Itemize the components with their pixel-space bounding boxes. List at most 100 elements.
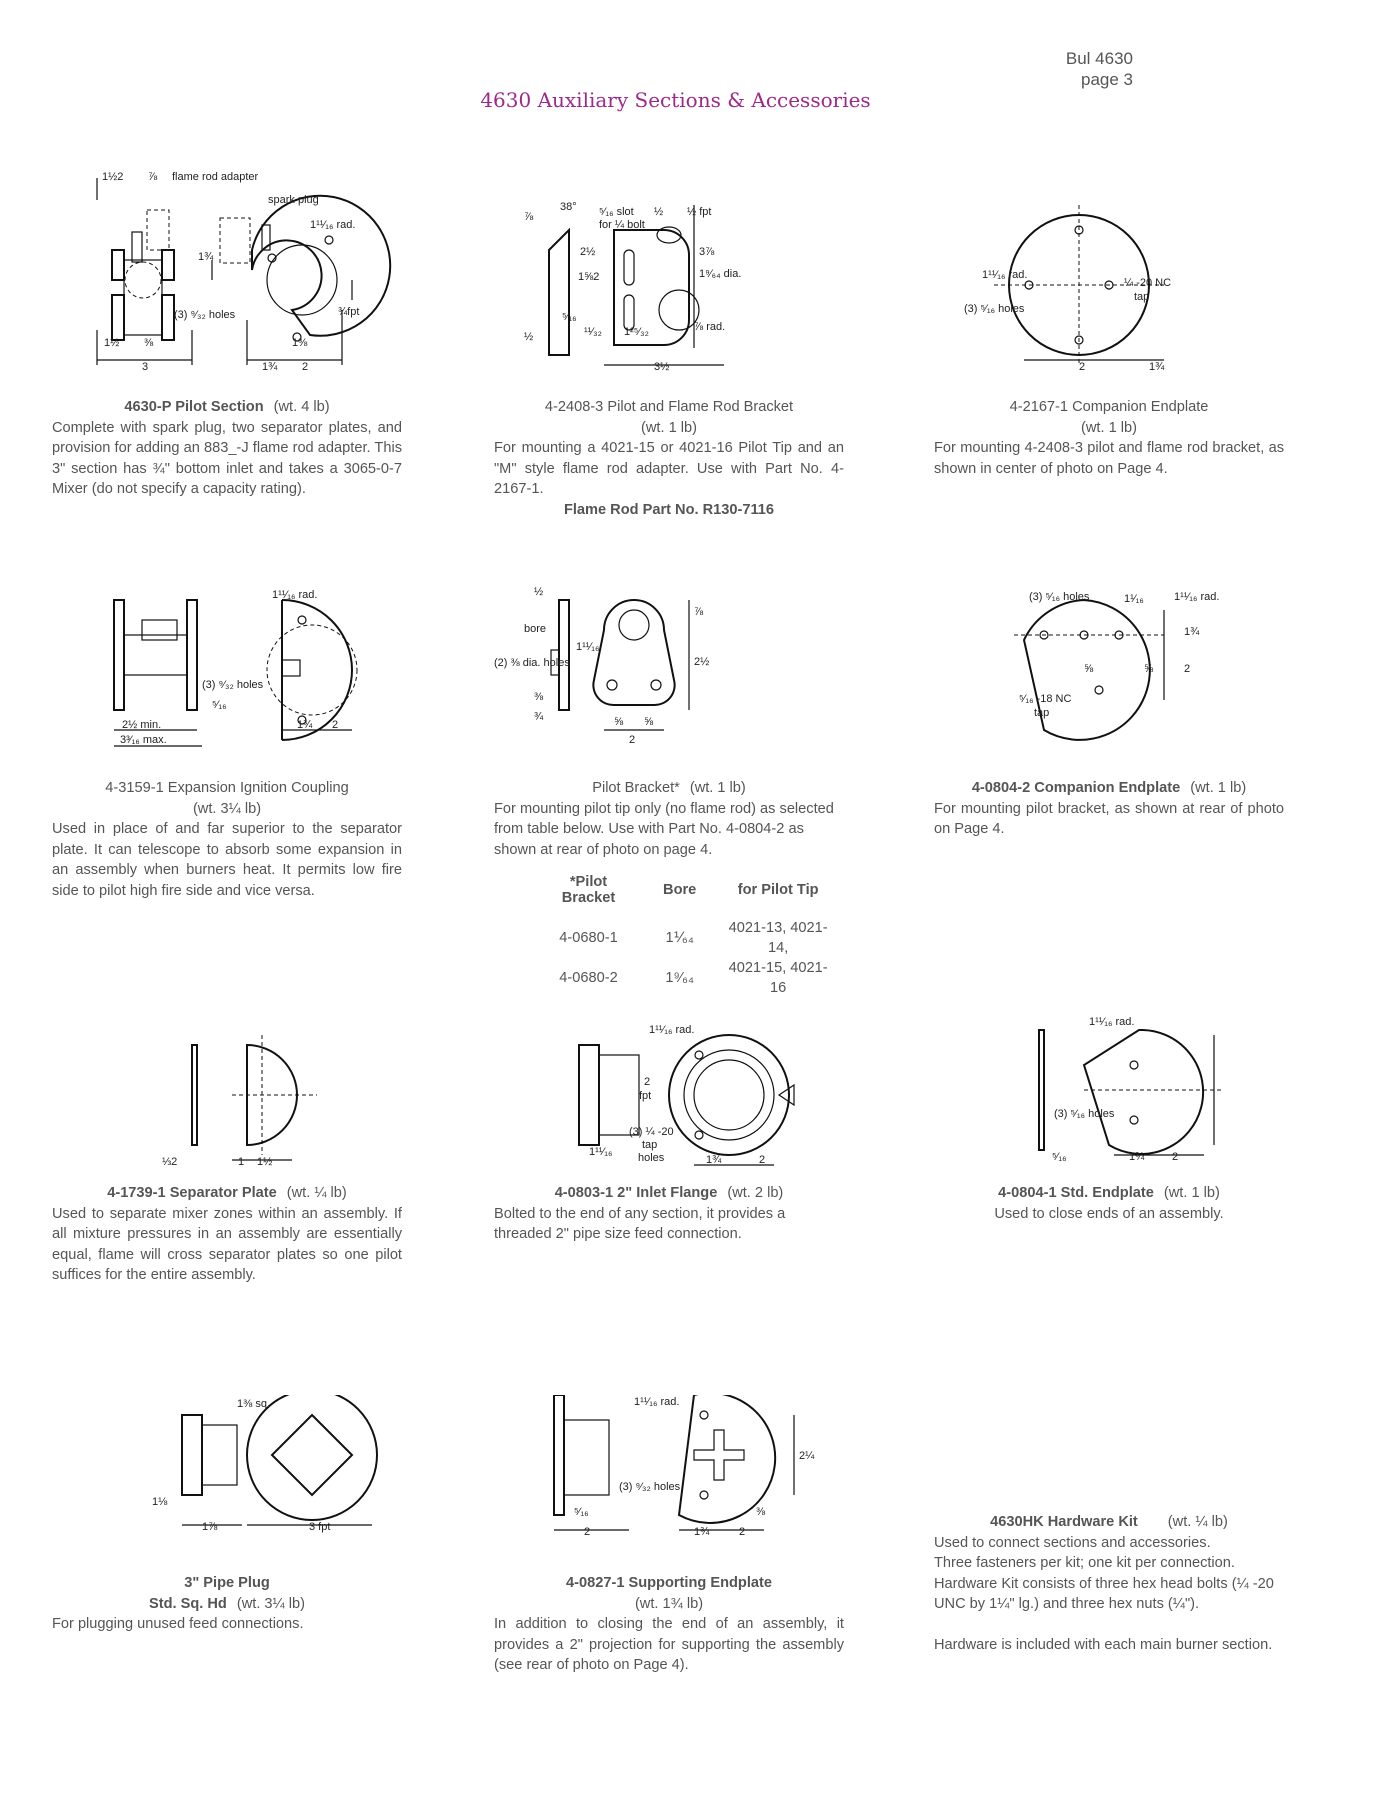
item-pilot-bracket: ½ bore (2) ⅜ dia. holes 1¹¹⁄₁₆ ⅜ ¾ ⅞ 2½ … — [494, 580, 844, 998]
dim-label: ⁵⁄₁₆ — [212, 699, 227, 711]
item-name: 4-3159-1 Expansion Ignition Coupling — [105, 780, 349, 796]
item-name: 3" Pipe Plug — [184, 1575, 270, 1591]
item-pilot-section: 1½2 ⅞ flame rod adapter spark plug 1¹¹⁄₁… — [52, 170, 402, 500]
item-note: Flame Rod Part No. R130-7116 — [563, 501, 775, 518]
table-cell: 4-0680-1 — [559, 930, 618, 946]
callout-holes: (3) ⁹⁄₃₂ holes — [174, 309, 236, 321]
dim-label: 2 — [739, 1526, 745, 1538]
item-weight: (wt. 4 lb) — [273, 399, 330, 415]
callout-tap: tap — [642, 1139, 657, 1151]
callout-flame-rod-adapter: flame rod adapter — [172, 171, 259, 183]
dim-label: 1⅛ — [152, 1496, 168, 1508]
item-description: Used to close ends of an assembly. — [994, 1205, 1224, 1222]
item-name: 4-2167-1 Companion Endplate — [1009, 399, 1209, 415]
item-name: 4-0804-1 Std. Endplate — [998, 1185, 1154, 1201]
dim-label: 1¾ — [262, 361, 278, 373]
dim-label: ⅜ — [534, 691, 544, 703]
page-number: page 3 — [1081, 70, 1133, 89]
dim-label: 1 — [238, 1156, 244, 1168]
item-description: Used to connect sections and accessories… — [934, 1534, 1211, 1551]
dim-label: ⅞ rad. — [694, 321, 725, 333]
dim-label: 2½ — [694, 656, 709, 668]
dim-label: 2 — [1184, 663, 1190, 675]
dim-label: 1¾ — [297, 719, 313, 731]
item-name: 4-1739-1 Separator Plate — [107, 1185, 277, 1201]
dim-label: 3⅞ — [699, 246, 715, 258]
companion-endplate-2167-drawing: 1¹¹⁄₁₆ rad. ¼ -20 NC tap (3) ⁵⁄₁₆ holes … — [934, 170, 1284, 385]
item-weight: (wt. 1 lb) — [1163, 1185, 1220, 1201]
dim-label: 1¾ — [198, 251, 214, 263]
callout-slot: ⁵⁄₁₆ slot — [599, 206, 634, 218]
dim-label: ⅞ — [148, 171, 158, 183]
callout-tap: (3) ¼ -20 — [629, 1126, 674, 1138]
item-weight: (wt. 1¾ lb) — [634, 1595, 704, 1612]
item-description-4: Hardware is included with each main burn… — [934, 1636, 1273, 1653]
dim-label: ⅓2 — [162, 1156, 177, 1168]
item-weight: (wt. 3¼ lb) — [236, 1595, 305, 1612]
dim-label: 3 fpt — [309, 1521, 330, 1533]
item-name: 4-2408-3 Pilot and Flame Rod Bracket — [544, 399, 794, 415]
table-cell: 4-0680-2 — [559, 970, 618, 986]
item-description-2: Three fasteners per kit; one kit per con… — [934, 1555, 1235, 1571]
callout-holes: (3) ⁹⁄₃₂ holes — [619, 1481, 681, 1493]
dim-label: 2 — [584, 1526, 590, 1538]
dim-label: 1½2 — [102, 171, 123, 183]
item-description: Bolted to the end of any section, it pro… — [494, 1205, 786, 1243]
dim-label: 1¾ — [694, 1526, 710, 1538]
pilot-flame-rod-bracket-drawing: 38° ⅞ ⁵⁄₁₆ slot for ¼ bolt ½ ½ fpt 2½ 1⅝… — [494, 170, 844, 385]
dim-label: ⁵⁄₁₆ — [1052, 1151, 1067, 1163]
dim-label: 1⅞ — [202, 1521, 218, 1533]
item-name-line2: Std. Sq. Hd — [149, 1595, 227, 1612]
dim-label: 2 — [1079, 361, 1085, 373]
dim-label: 3 — [142, 361, 148, 373]
table-cell: 1⅟₆₄ — [665, 930, 694, 946]
item-hardware-kit: 4630HK Hardware Kit(wt. ¼ lb) Used to co… — [934, 1512, 1284, 1655]
dim-label: 2 — [759, 1154, 765, 1166]
dim-label: ½ — [534, 586, 543, 598]
dim-label: ¾fpt — [338, 306, 359, 318]
dim-label: 1¹¹⁄₁₆ — [589, 1146, 612, 1158]
dim-label: 3½ — [654, 361, 669, 373]
callout-holes: (3) ⁵⁄₁₆ holes — [1029, 591, 1090, 603]
dim-label: 2 — [644, 1076, 650, 1088]
bulletin-header: Bul 4630 page 3 — [1066, 48, 1133, 90]
item-weight: (wt. ¼ lb) — [286, 1185, 347, 1201]
dim-label: ⁵⁄₁₆ — [562, 311, 577, 323]
callout-holes: (3) ⁵⁄₁₆ holes — [964, 303, 1025, 315]
callout-holes: (2) ⅜ dia. holes — [494, 657, 570, 669]
table-header: *Pilot Bracket — [561, 874, 616, 906]
dim-label: ⅞ — [524, 211, 534, 223]
dim-label: 2 — [629, 734, 635, 746]
item-weight: (wt. 1 lb) — [641, 419, 697, 436]
item-name: 4-0827-1 Supporting Endplate — [566, 1575, 772, 1591]
dim-label: 2½ — [580, 246, 595, 258]
item-description: Complete with spark plug, two separator … — [52, 419, 402, 498]
expansion-coupling-drawing: 1¹¹⁄₁₆ rad. (3) ⁹⁄₃₂ holes ⁵⁄₁₆ 2½ min. … — [52, 580, 402, 778]
dim-label: ⅞ — [694, 606, 704, 618]
dim-label: ¹¹⁄₃₂ — [584, 326, 602, 338]
item-name: Pilot Bracket* — [592, 780, 680, 796]
dim-label: 1½ — [257, 1156, 272, 1168]
dim-label: 2¼ — [799, 1450, 815, 1462]
pilot-bracket-drawing: ½ bore (2) ⅜ dia. holes 1¹¹⁄₁₆ ⅜ ¾ ⅞ 2½ … — [494, 580, 844, 778]
pipe-plug-drawing: 1⅜ sq. 1⅛ 1⅞ 3 fpt — [52, 1395, 402, 1573]
item-companion-endplate-2167: 1¹¹⁄₁₆ rad. ¼ -20 NC tap (3) ⁵⁄₁₆ holes … — [934, 170, 1284, 479]
dim-label: 1¹¹⁄₁₆ — [576, 641, 599, 653]
dim-label: ⅝ — [1144, 663, 1154, 675]
dim-label: ⁵⁄₁₆ — [574, 1506, 589, 1518]
item-weight: (wt. ¼ lb) — [1167, 1514, 1228, 1530]
item-std-endplate: 1¹¹⁄₁₆ rad. (3) ⁵⁄₁₆ holes ⁵⁄₁₆ 1¾ 2 4-0… — [934, 1005, 1284, 1224]
callout-tap: tap — [1034, 707, 1049, 719]
item-separator-plate: ⅓2 1 1½ 4-1739-1 Separator Plate (wt. ¼ l… — [52, 1005, 402, 1286]
dim-label: ½ — [654, 206, 663, 218]
dim-label: 1¹¹⁄₁₆ rad. — [982, 269, 1027, 281]
page-title: 4630 Auxiliary Sections & Accessories — [480, 88, 871, 112]
item-name: 4630-P Pilot Section — [124, 399, 264, 415]
callout-slot-bolt: for ¼ bolt — [599, 219, 645, 231]
item-supporting-endplate: 1¹¹⁄₁₆ rad. (3) ⁹⁄₃₂ holes ⁵⁄₁₆ 2 2¼ ⅜ 1… — [494, 1395, 844, 1676]
dim-label: ⅜ — [756, 1506, 766, 1518]
callout-spark-plug: spark plug — [268, 194, 319, 206]
dim-label: 2½ min. — [122, 719, 161, 731]
item-weight: (wt. 1 lb) — [1081, 419, 1137, 436]
dim-label: 1⅜ sq. — [237, 1398, 270, 1410]
